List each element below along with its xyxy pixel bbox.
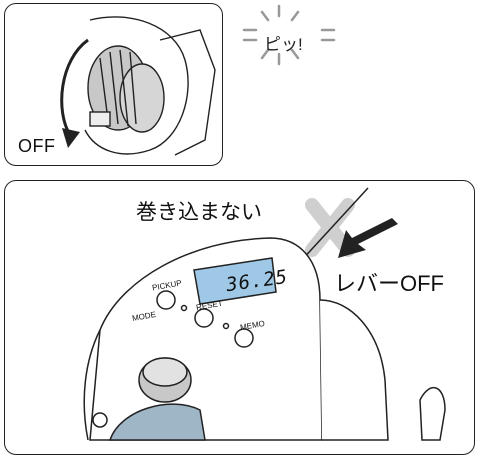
no-wind-label: 巻き込まない xyxy=(136,196,262,226)
lever-off-label: レバーOFF xyxy=(334,266,444,298)
arrow-pointing-lever-icon xyxy=(338,218,398,258)
